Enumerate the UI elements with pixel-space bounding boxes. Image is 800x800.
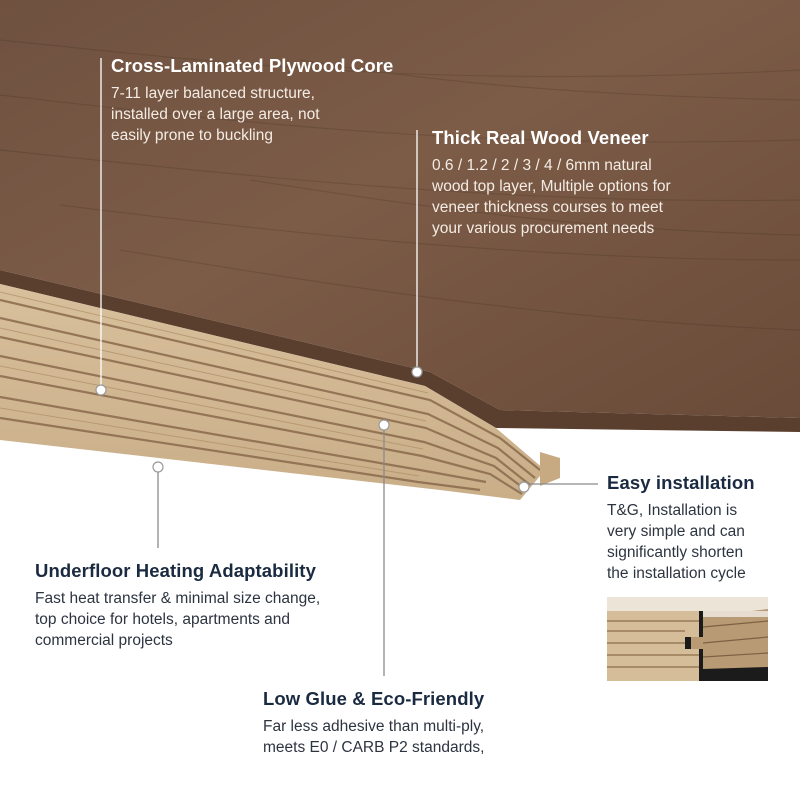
tongue-joint bbox=[540, 452, 560, 486]
callout-text: Far less adhesive than multi-ply, meets … bbox=[263, 718, 485, 756]
anchor-dot-glue bbox=[378, 419, 390, 431]
callout-low-glue: Low Glue & Eco-Friendly Far less adhesiv… bbox=[263, 688, 553, 758]
callout-easy-installation: Easy installation T&G, Installation is v… bbox=[607, 472, 787, 584]
callout-plywood-core: Cross-Laminated Plywood Core 7-11 layer … bbox=[111, 55, 411, 146]
anchor-dots bbox=[95, 366, 530, 493]
callout-underfloor-heating: Underfloor Heating Adaptability Fast hea… bbox=[35, 560, 380, 651]
veneer-surface bbox=[0, 0, 800, 418]
tongue-groove-photo bbox=[607, 597, 768, 681]
plywood-grain bbox=[0, 291, 429, 477]
callout-text: Fast heat transfer & minimal size change… bbox=[35, 590, 321, 649]
callout-title: Low Glue & Eco-Friendly bbox=[263, 688, 485, 709]
callout-text: 0.6 / 1.2 / 2 / 3 / 4 / 6mm natural wood… bbox=[432, 157, 671, 237]
callout-text: T&G, Installation is very simple and can… bbox=[607, 502, 746, 582]
leader-lines-dark bbox=[157, 428, 598, 676]
anchor-dot-veneer bbox=[411, 366, 423, 378]
callout-title: Thick Real Wood Veneer bbox=[432, 127, 649, 148]
callout-title: Easy installation bbox=[607, 472, 755, 493]
anchor-dot-install bbox=[518, 481, 530, 493]
plywood-layers bbox=[0, 298, 541, 495]
callout-title: Underfloor Heating Adaptability bbox=[35, 560, 316, 581]
veneer-grain bbox=[0, 39, 800, 331]
callout-text: 7-11 layer balanced structure, installed… bbox=[111, 85, 320, 144]
anchor-dot-heat bbox=[152, 461, 164, 473]
leader-lines-light bbox=[100, 58, 418, 385]
callout-wood-veneer: Thick Real Wood Veneer 0.6 / 1.2 / 2 / 3… bbox=[432, 127, 742, 239]
callout-title: Cross-Laminated Plywood Core bbox=[111, 55, 394, 76]
anchor-dot-core bbox=[95, 384, 107, 396]
